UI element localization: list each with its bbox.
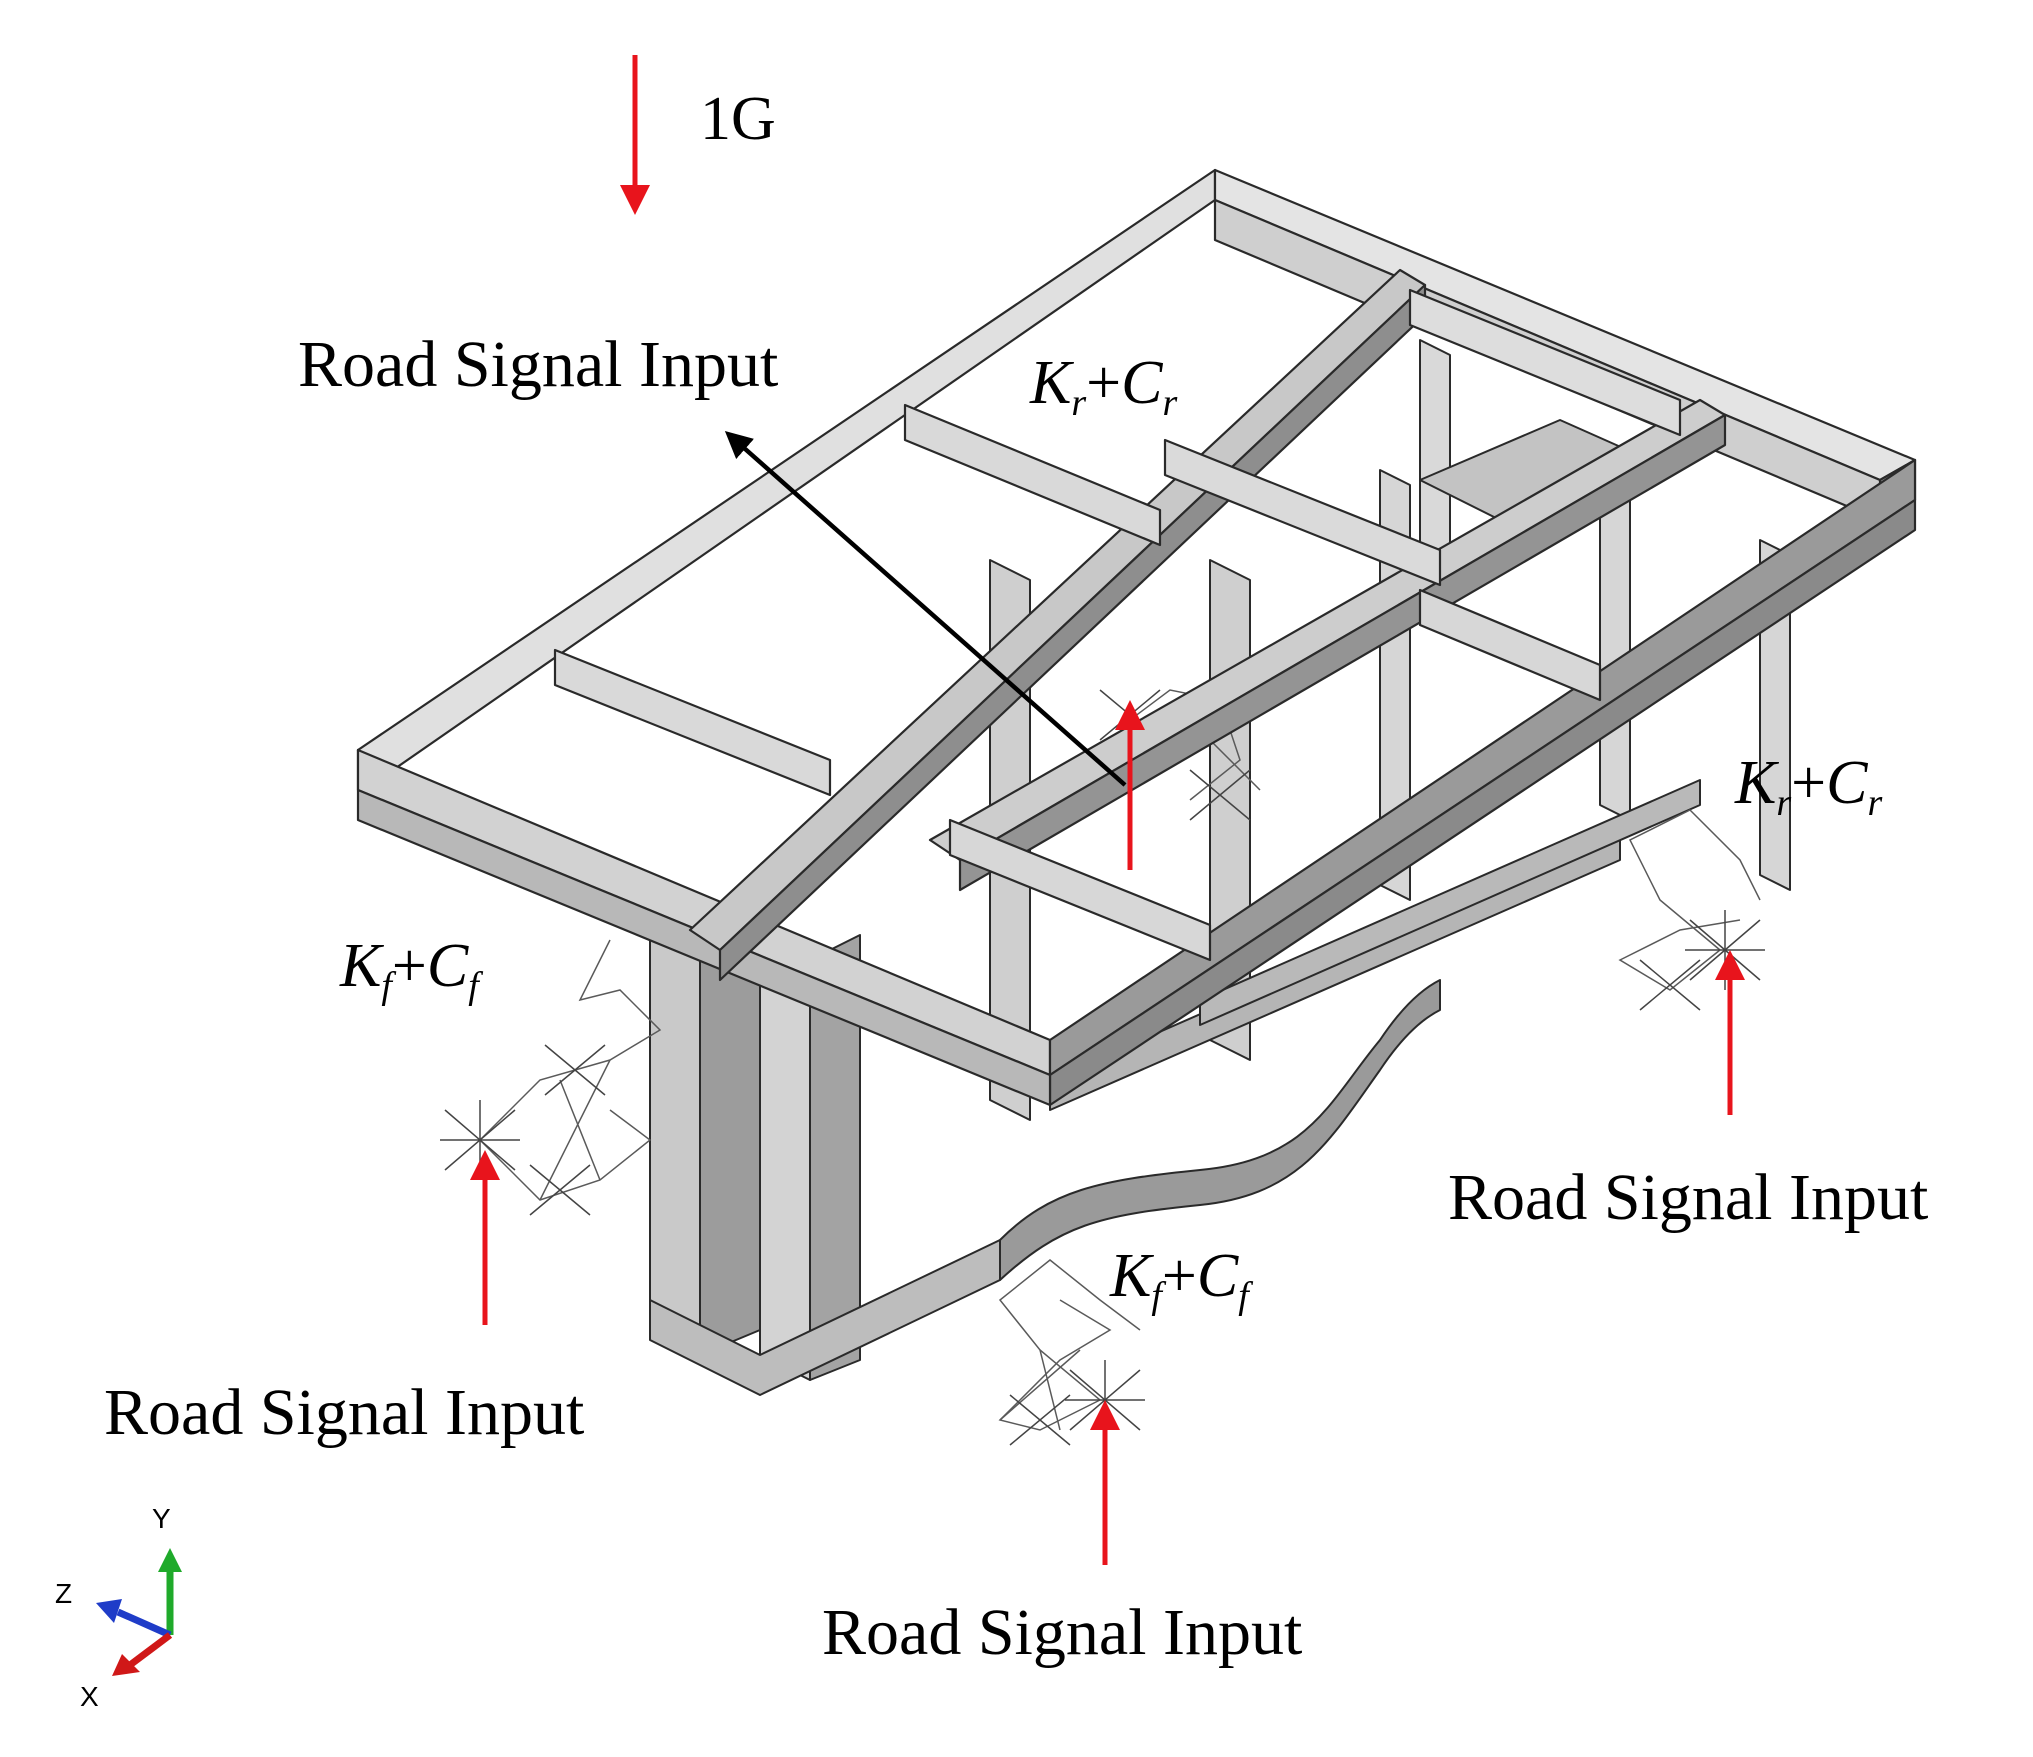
spring-label-rear-top: Kr+Cr [1030,352,1177,422]
road-signal-label-top: Road Signal Input [298,328,779,401]
damping-subscript: f [468,965,479,1007]
axis-triad [96,1548,182,1676]
spring-label-front-left: Kf+Cf [340,935,479,1005]
road-signal-label-right: Road Signal Input [1448,1161,1929,1234]
rail-front-long-face [356,788,1052,1107]
crossbar-3 [1163,438,1442,587]
damping-subscript: r [1162,382,1178,424]
plus-sign: + [1161,1242,1197,1310]
z-axis-arrow [116,1608,172,1639]
center-beam-2-face [958,413,1727,892]
road-signal-label-left: Road Signal Input [104,1376,585,1449]
front-post-2-side [809,934,861,1381]
stiffness-subscript: f [381,965,392,1007]
rail-left-long-top [356,168,1217,772]
crossbar-6 [1408,288,1682,437]
damping-symbol: C [426,932,469,1000]
stiffness-symbol: K [1030,349,1072,417]
damping-subscript: f [1238,1275,1249,1317]
x-axis-head [112,1654,140,1676]
road-signal-label-bottom: Road Signal Input [822,1596,1303,1669]
node-marker-rear-top-2 [1189,769,1251,821]
crossbar-5 [1418,588,1602,702]
stiffness-symbol: K [1110,1242,1152,1310]
front-left-post [649,934,701,1356]
spring-label-front-mid: Kf+Cf [1110,1245,1249,1315]
rear-lower-rail [1199,779,1701,1026]
crossbar-4 [948,818,1212,962]
gravity-label: 1G [700,85,776,153]
road-signal-pointer-arrow [724,431,1127,787]
damping-symbol: C [1196,1242,1239,1310]
plus-sign: + [1086,349,1122,417]
plus-sign: + [391,932,427,1000]
y-axis-head [158,1548,182,1572]
node-marker-rear-right-2 [1639,959,1701,1011]
damping-symbol: C [1121,349,1163,417]
x-axis-arrow [127,1632,173,1668]
z-axis-head [96,1599,122,1623]
upper-frame [356,168,1917,1107]
stiffness-symbol: K [1735,749,1777,817]
z-axis-label: Z [55,1578,73,1609]
spring-label-rear-right: Kr+Cr [1735,752,1882,822]
stiffness-symbol: K [340,932,382,1000]
plus-sign: + [1791,749,1827,817]
node-marker-front-left-2 [529,1164,591,1216]
y-axis-label: Y [152,1503,171,1534]
crossbar-2 [903,403,1162,547]
stiffness-subscript: r [1776,782,1792,824]
x-axis-label: X [80,1681,99,1712]
node-marker-rear-right [1685,910,1765,990]
damping-symbol: C [1826,749,1868,817]
node-marker-front-mid-2 [1009,1394,1071,1446]
force-arrows [470,55,1745,1565]
node-marker-front-left-3 [544,1044,606,1096]
crossbar-1 [553,648,832,797]
s-rail-lower [999,979,1441,1281]
stiffness-subscript: r [1071,382,1087,424]
stiffness-subscript: f [1151,1275,1162,1317]
damping-subscript: r [1867,782,1883,824]
front-left-post-side [699,929,761,1356]
